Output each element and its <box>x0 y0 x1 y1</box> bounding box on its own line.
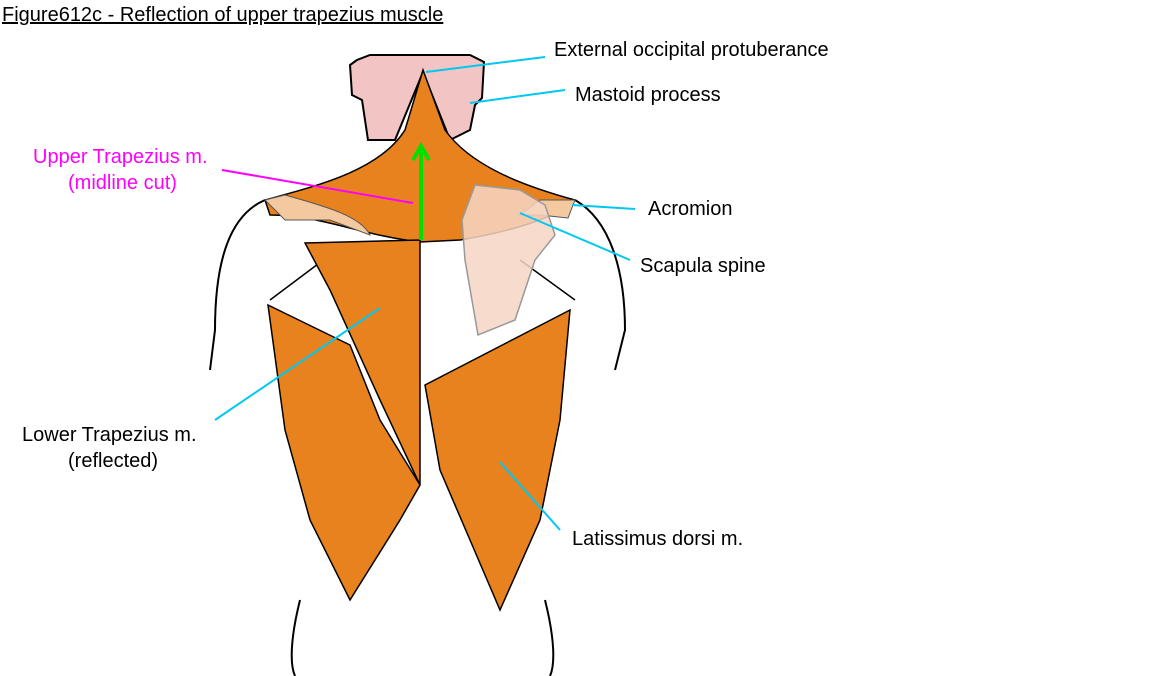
leader-external-occipital <box>425 56 546 73</box>
label-lower-trapezius: Lower Trapezius m. <box>22 424 197 446</box>
label-external-occipital-protuberance: External occipital protuberance <box>554 39 829 61</box>
leader-upper-trapezius <box>221 169 414 204</box>
leader-scapula-spine <box>519 212 631 261</box>
label-scapula-spine: Scapula spine <box>640 255 766 277</box>
body-outline <box>209 199 627 676</box>
leader-latissimus <box>499 461 561 531</box>
label-acromion: Acromion <box>648 198 733 220</box>
reflection-arrow-icon <box>411 141 431 240</box>
leader-mastoid <box>469 89 566 104</box>
label-reflected: (reflected) <box>68 450 159 472</box>
scapula <box>461 184 556 337</box>
label-latissimus-dorsi: Latissimus dorsi m. <box>572 528 744 550</box>
leader-acromion <box>571 204 636 210</box>
lower-trapezius-reflected <box>303 239 421 486</box>
leader-lines <box>214 56 636 531</box>
label-midline-cut: (midline cut) <box>68 172 177 194</box>
latissimus-dorsi <box>267 303 571 612</box>
figure-title: Figure612c - Reflection of upper trapezi… <box>2 4 444 26</box>
label-upper-trapezius: Upper Trapezius m. <box>33 146 208 168</box>
label-mastoid-process: Mastoid process <box>575 84 721 106</box>
leader-lower-trapezius <box>214 307 381 421</box>
